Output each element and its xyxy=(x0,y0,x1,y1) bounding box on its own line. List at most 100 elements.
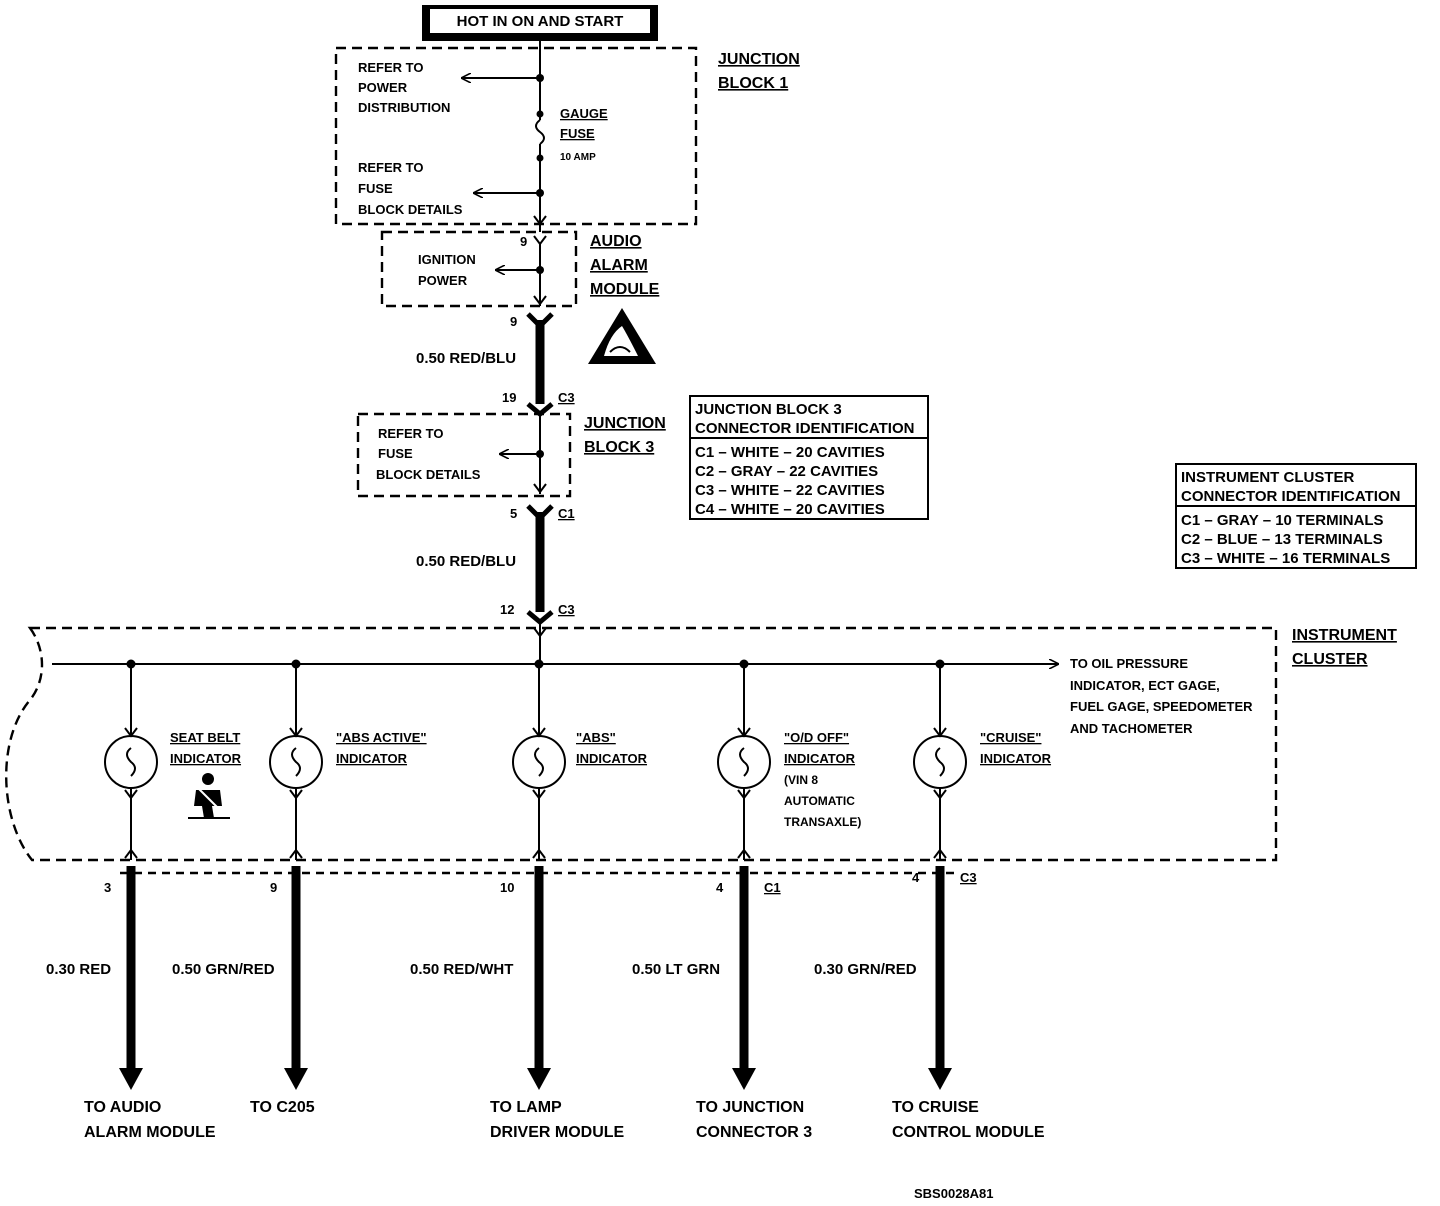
output-wire-label: 0.30 RED xyxy=(46,961,111,978)
indicator-label: SEAT BELT xyxy=(170,730,240,745)
output-wire-label: 0.30 GRN/RED xyxy=(814,961,917,978)
jb3-table-row: C4 – WHITE – 20 CAVITIES xyxy=(695,501,885,518)
output-pin: 4 xyxy=(716,880,724,895)
indicator-label: INDICATOR xyxy=(336,751,408,766)
output-pin: 3 xyxy=(104,880,111,895)
output-dest: TO AUDIO xyxy=(84,1099,161,1116)
wire-upper: 9 0.50 RED/BLU xyxy=(416,312,554,404)
output-conn: C3 xyxy=(960,870,977,885)
output-dest: TO JUNCTION xyxy=(696,1099,804,1116)
output-pin: 4 xyxy=(912,870,920,885)
gauge-fuse-label-2: FUSE xyxy=(560,126,595,141)
bulb-icon xyxy=(291,747,301,777)
indicator-od-off: "O/D OFF" INDICATOR (VIN 8 AUTOMATIC TRA… xyxy=(717,659,861,860)
ic-to-note-2: INDICATOR, ECT GAGE, xyxy=(1070,678,1220,693)
jb3-refer-2: FUSE xyxy=(378,446,413,461)
ic-table-row: C3 – WHITE – 16 TERMINALS xyxy=(1181,550,1390,567)
output-conn: C1 xyxy=(764,880,781,895)
indicator-label: "ABS ACTIVE" xyxy=(336,730,427,745)
indicator-label: INDICATOR xyxy=(576,751,648,766)
output-wire-label: 0.50 GRN/RED xyxy=(172,961,275,978)
ic-to-note-3: FUEL GAGE, SPEEDOMETER xyxy=(1070,699,1253,714)
jb1-refer1-line3: DISTRIBUTION xyxy=(358,100,450,115)
jb3-table-row: C2 – GRAY – 22 CAVITIES xyxy=(695,463,878,480)
jb3-table-header-1: JUNCTION BLOCK 3 xyxy=(695,401,842,418)
output-wire-4: 4 C1 0.50 LT GRN TO JUNCTION CONNECTOR 3 xyxy=(632,848,812,1141)
seat-belt-icon xyxy=(188,773,230,819)
bulb-icon xyxy=(534,747,544,777)
jb1-refer1-line2: POWER xyxy=(358,80,408,95)
wire-upper-label: 0.50 RED/BLU xyxy=(416,350,516,367)
cluster-entry-conn: C3 xyxy=(558,602,575,617)
output-wire-5: 4 C3 0.30 GRN/RED TO CRUISE CONTROL MODU… xyxy=(814,848,1045,1141)
output-dest: CONNECTOR 3 xyxy=(696,1124,812,1141)
ic-table-row: C2 – BLUE – 13 TERMINALS xyxy=(1181,531,1383,548)
cluster-entry-pin: 12 xyxy=(500,602,514,617)
ic-to-note-4: AND TACHOMETER xyxy=(1070,721,1193,736)
output-pin: 10 xyxy=(500,880,514,895)
bulb-icon xyxy=(126,747,136,777)
fuse-icon xyxy=(535,119,545,145)
ic-connector-table: INSTRUMENT CLUSTER CONNECTOR IDENTIFICAT… xyxy=(1175,463,1417,569)
wire-mid-label: 0.50 RED/BLU xyxy=(416,553,516,570)
jb3-conn-in: C3 xyxy=(558,390,575,405)
jb3-title-1: JUNCTION xyxy=(584,415,666,432)
aam-pin-out: 9 xyxy=(510,314,517,329)
output-dest: ALARM MODULE xyxy=(84,1124,216,1141)
bulb-icon xyxy=(739,747,749,777)
jb1-title-line2: BLOCK 1 xyxy=(718,75,788,92)
aam-title-2: ALARM xyxy=(590,257,648,274)
aam-title-3: MODULE xyxy=(590,281,660,298)
wire-mid: 5 C1 0.50 RED/BLU 12 C3 xyxy=(416,504,575,626)
aam-title-1: AUDIO xyxy=(590,233,642,250)
jb3-table-row: C3 – WHITE – 22 CAVITIES xyxy=(695,482,885,499)
indicator-abs: "ABS" INDICATOR xyxy=(512,659,648,860)
ic-to-note-1: TO OIL PRESSURE xyxy=(1070,656,1188,671)
junction-block-3: 19 C3 JUNCTION BLOCK 3 REFER TO FUSE BLO… xyxy=(356,390,666,498)
output-dest: TO CRUISE xyxy=(892,1099,979,1116)
junction-block-1: JUNCTION BLOCK 1 REFER TO POWER DISTRIBU… xyxy=(334,41,800,232)
jb1-refer2-line2: FUSE xyxy=(358,181,393,196)
ic-table-header-2: CONNECTOR IDENTIFICATION xyxy=(1181,488,1400,505)
bulb-icon xyxy=(935,747,945,777)
jb1-title-line1: JUNCTION xyxy=(718,51,800,68)
gauge-fuse-rating: 10 AMP xyxy=(560,152,596,163)
indicator-label: INDICATOR xyxy=(980,751,1052,766)
jb3-title-2: BLOCK 3 xyxy=(584,439,654,456)
indicator-label: "ABS" xyxy=(576,730,616,745)
output-wire-3: 10 0.50 RED/WHT TO LAMP DRIVER MODULE xyxy=(410,848,625,1141)
jb1-refer1-line1: REFER TO xyxy=(358,60,424,75)
jb3-connector-table: JUNCTION BLOCK 3 CONNECTOR IDENTIFICATIO… xyxy=(689,395,929,520)
figure-code: SBS0028A81 xyxy=(914,1186,994,1201)
jb3-table-header-2: CONNECTOR IDENTIFICATION xyxy=(695,420,914,437)
output-wire-2: 9 0.50 GRN/RED TO C205 xyxy=(172,848,315,1116)
output-dest: TO LAMP xyxy=(490,1099,562,1116)
jb3-refer-3: BLOCK DETAILS xyxy=(376,467,481,482)
indicator-label: INDICATOR xyxy=(784,751,856,766)
ic-title-1: INSTRUMENT xyxy=(1292,627,1397,644)
jb3-pin-out: 5 xyxy=(510,506,517,521)
ic-table-row: C1 – GRAY – 10 TERMINALS xyxy=(1181,512,1384,529)
jb3-pin-in: 19 xyxy=(502,390,516,405)
output-wire-1: 3 0.30 RED TO AUDIO ALARM MODULE xyxy=(46,848,216,1141)
indicator-seat-belt: SEAT BELT INDICATOR xyxy=(104,659,242,860)
gauge-fuse-label-1: GAUGE xyxy=(560,106,608,121)
esd-warning-icon xyxy=(588,308,656,364)
indicator-note: TRANSAXLE) xyxy=(784,815,861,829)
indicator-label: "CRUISE" xyxy=(980,730,1041,745)
indicator-abs-active: "ABS ACTIVE" INDICATOR xyxy=(269,659,427,860)
output-dest: DRIVER MODULE xyxy=(490,1124,625,1141)
jb1-refer2-line3: BLOCK DETAILS xyxy=(358,202,463,217)
aam-label-2: POWER xyxy=(418,273,468,288)
jb3-refer-1: REFER TO xyxy=(378,426,444,441)
audio-alarm-module: AUDIO ALARM MODULE 9 IGNITION POWER xyxy=(380,230,660,364)
ic-table-header-1: INSTRUMENT CLUSTER xyxy=(1181,469,1354,486)
indicator-note: AUTOMATIC xyxy=(784,794,855,808)
power-source-box: HOT IN ON AND START xyxy=(422,5,658,41)
indicator-note: (VIN 8 xyxy=(784,773,818,787)
output-wire-label: 0.50 RED/WHT xyxy=(410,961,513,978)
jb1-refer2-line1: REFER TO xyxy=(358,160,424,175)
indicator-label: "O/D OFF" xyxy=(784,730,849,745)
jb3-conn-out: C1 xyxy=(558,506,575,521)
